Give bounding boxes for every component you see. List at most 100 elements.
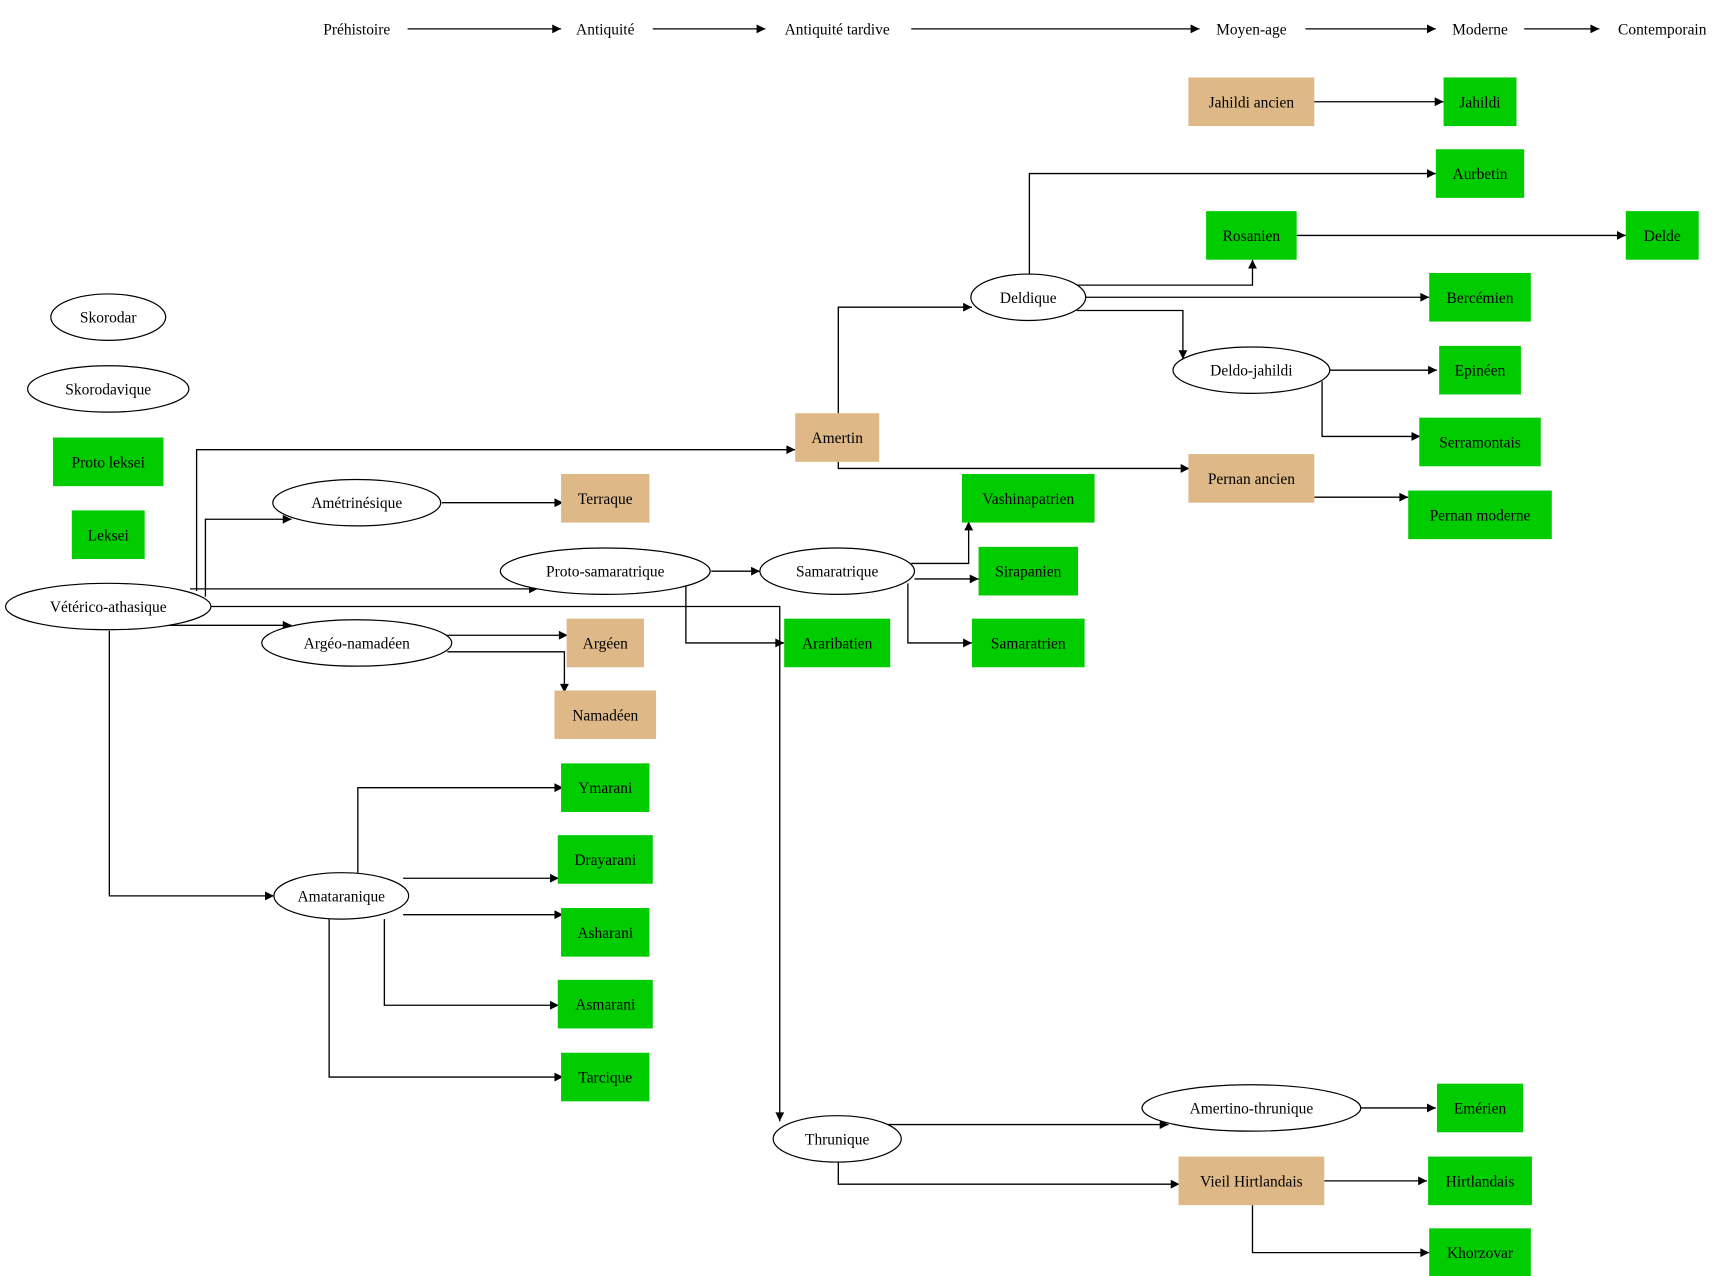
node-label: Ymarani — [578, 780, 632, 797]
edge — [209, 605, 785, 1122]
node-ametrinesique: Amétrinésique — [272, 478, 442, 527]
node-label: Samaratrique — [796, 564, 879, 581]
node-label: Khorzovar — [1447, 1245, 1514, 1262]
node-deldique: Deldique — [970, 273, 1087, 322]
node-box — [561, 908, 650, 957]
node-ellipse — [4, 582, 212, 631]
node-box — [1188, 454, 1315, 503]
timeline-label: Contemporain — [1618, 21, 1707, 38]
node-argeo: Argéo-namadéen — [261, 619, 453, 667]
node-box — [978, 546, 1078, 596]
node-label: Pernan ancien — [1208, 471, 1295, 488]
node-label: Argéo-namadéen — [304, 635, 410, 652]
timeline-label: Antiquité tardive — [785, 21, 890, 38]
edge — [108, 630, 274, 901]
edge — [837, 461, 1190, 473]
node-araribatien: Araribatien — [784, 618, 891, 668]
node-samaratrique: Samaratrique — [759, 547, 916, 595]
node-label: Araribatien — [802, 635, 873, 652]
node-box — [53, 437, 164, 487]
node-box — [1206, 211, 1297, 260]
node-proto-sam: Proto-samaratrique — [499, 547, 711, 595]
node-label: Asharani — [577, 925, 633, 942]
node-emerien: Emérien — [1436, 1083, 1524, 1133]
edge — [1321, 381, 1421, 441]
edge — [383, 919, 559, 1010]
node-leksei: Leksei — [71, 510, 145, 560]
node-label: Namadéen — [572, 707, 638, 724]
node-label: Delde — [1644, 228, 1681, 245]
node-label: Emérien — [1454, 1100, 1507, 1117]
node-samaratrien: Samaratrien — [971, 618, 1085, 668]
node-label: Serramontais — [1439, 434, 1521, 451]
edge — [1028, 169, 1436, 275]
node-ellipse — [499, 547, 711, 595]
node-box — [1435, 149, 1525, 198]
node-rosanien: Rosanien — [1206, 211, 1297, 260]
node-ellipse — [772, 1115, 902, 1163]
node-serramontais: Serramontais — [1419, 417, 1541, 467]
node-box — [561, 763, 650, 812]
node-box — [71, 510, 145, 560]
edge — [195, 445, 796, 592]
node-ellipse — [1141, 1084, 1362, 1132]
timeline-label: Moderne — [1452, 21, 1508, 38]
node-label: Amétrinésique — [311, 495, 402, 512]
node-ellipse — [272, 478, 442, 527]
node-label: Vétérico-athasique — [50, 599, 167, 616]
node-proto-leksei: Proto leksei — [53, 437, 164, 487]
node-aurbetin: Aurbetin — [1435, 149, 1525, 198]
node-label: Epinéen — [1455, 363, 1506, 380]
node-ellipse — [27, 365, 190, 413]
edge — [685, 585, 785, 648]
node-box — [557, 979, 653, 1029]
edge — [837, 1160, 1180, 1189]
node-label: Vashinapatrien — [982, 491, 1074, 508]
node-box — [1625, 211, 1699, 260]
node-pernan-ancien: Pernan ancien — [1188, 454, 1315, 503]
node-label: Skorodar — [80, 310, 138, 327]
edge — [907, 583, 972, 648]
node-label: Asmarani — [575, 997, 635, 1014]
node-label: Leksei — [88, 527, 129, 544]
node-ellipse — [970, 273, 1087, 322]
node-jahildi-ancien: Jahildi ancien — [1188, 77, 1315, 127]
node-ellipse — [273, 872, 410, 920]
node-thrunique: Thrunique — [772, 1115, 902, 1163]
node-vieil-hirtlandais: Vieil Hirtlandais — [1178, 1156, 1325, 1206]
node-label: Aurbetin — [1453, 166, 1508, 183]
edge — [447, 651, 569, 693]
timeline-label: Préhistoire — [323, 21, 390, 38]
edge — [357, 783, 564, 873]
node-box — [1439, 345, 1521, 395]
node-box — [561, 473, 650, 523]
node-drayarani: Drayarani — [557, 835, 653, 884]
node-amertin: Amertin — [795, 413, 880, 462]
edge — [1251, 1205, 1430, 1258]
edge — [837, 302, 972, 414]
node-hirtlandais: Hirtlandais — [1428, 1156, 1532, 1206]
node-namadeen: Namadéen — [554, 690, 657, 740]
node-label: Amertin — [811, 430, 863, 447]
node-pernan-moderne: Pernan moderne — [1408, 490, 1552, 540]
node-label: Hirtlandais — [1446, 1173, 1515, 1190]
timeline-label: Moyen-age — [1216, 21, 1287, 38]
node-argeen: Argéen — [566, 618, 644, 668]
node-box — [1436, 1083, 1524, 1133]
node-delde: Delde — [1625, 211, 1699, 260]
timeline: Préhistoire Antiquité Antiquité tardive … — [323, 21, 1706, 38]
node-label: Vieil Hirtlandais — [1200, 1173, 1302, 1190]
node-box — [1443, 77, 1517, 127]
node-box — [1408, 490, 1552, 540]
node-label: Tarcique — [578, 1070, 632, 1087]
node-label: Drayarani — [574, 852, 636, 869]
node-jahildi: Jahildi — [1443, 77, 1517, 127]
node-amataranique: Amataranique — [273, 872, 410, 920]
node-epineen: Epinéen — [1439, 345, 1521, 395]
node-ellipse — [261, 619, 453, 667]
node-skorodavique: Skorodavique — [27, 365, 190, 413]
node-box — [784, 618, 891, 668]
node-sirapanien: Sirapanien — [978, 546, 1078, 596]
